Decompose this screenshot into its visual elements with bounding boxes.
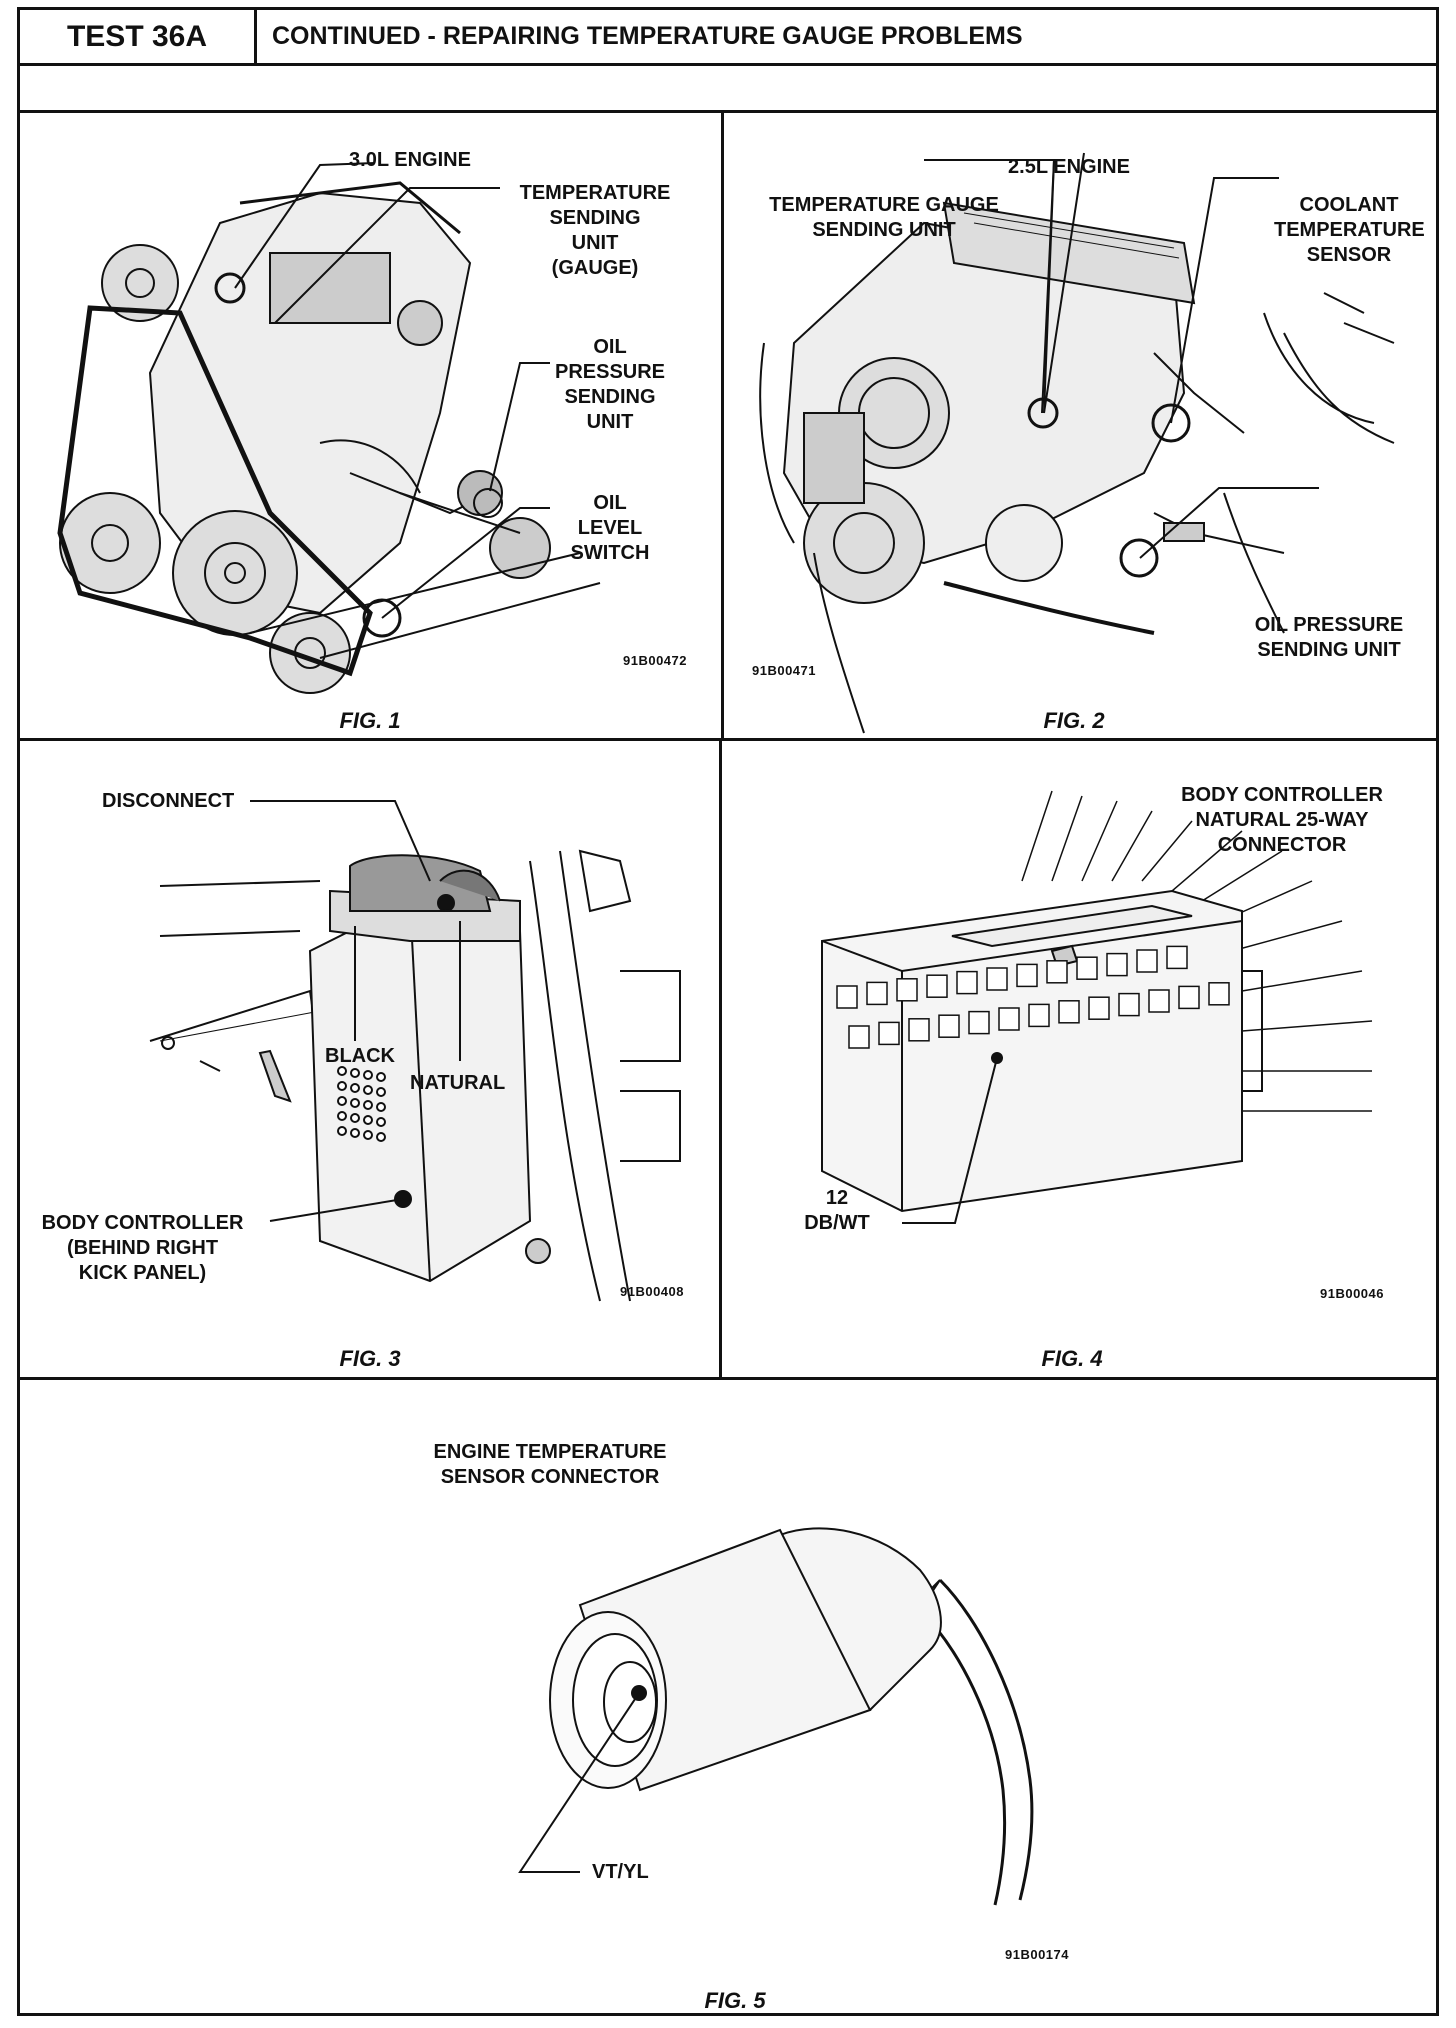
- header-divider: [17, 110, 1439, 113]
- connector-cavity: [848, 1025, 870, 1049]
- connector-cavity: [956, 970, 978, 995]
- fig1-ref: 91B00472: [623, 653, 687, 668]
- connector-cavity: [836, 985, 858, 1009]
- connector-cavity: [1058, 1000, 1080, 1024]
- connector-cavity: [1148, 989, 1170, 1013]
- fig5-sensor-connector-illustration: [518, 1527, 1034, 1906]
- fig2-engine-illustration: [759, 152, 1395, 734]
- col-divider-2: [719, 738, 722, 1379]
- connector-cavity: [878, 1021, 900, 1046]
- connector-cavity: [1088, 996, 1110, 1020]
- fig3-panel: DISCONNECT BLACK NATURAL BODY CONTROLLER…: [20, 741, 719, 1377]
- fig2-caption: FIG. 2: [1043, 708, 1105, 733]
- fig3-disconnect-label: DISCONNECT: [102, 790, 235, 812]
- connector-cavity: [926, 974, 948, 998]
- fig2-ref: 91B00471: [752, 663, 816, 678]
- fig3-caption: FIG. 3: [339, 1346, 401, 1371]
- fig2-engine-label: 2.5L ENGINE: [1008, 156, 1130, 178]
- connector-cavity: [1016, 963, 1038, 988]
- fig1-engine-illustration: [57, 162, 601, 694]
- fig5-caption: FIG. 5: [704, 1988, 766, 2013]
- connector-cavity: [1046, 960, 1068, 984]
- fig3-ref: 91B00408: [620, 1284, 684, 1299]
- connector-cavity: [938, 1014, 960, 1038]
- connector-cavity: [1118, 992, 1140, 1017]
- page-title: CONTINUED - REPAIRING TEMPERATURE GAUGE …: [257, 7, 1439, 66]
- connector-cavity: [986, 967, 1008, 991]
- connector-cavity: [1208, 982, 1230, 1006]
- fig1-caption: FIG. 1: [339, 708, 401, 733]
- connector-cavity: [968, 1010, 990, 1035]
- fig5-ref: 91B00174: [1005, 1947, 1069, 1962]
- test-id: TEST 36A: [17, 7, 257, 66]
- connector-cavity: [998, 1007, 1020, 1031]
- fig3-black-label: BLACK: [325, 1045, 395, 1067]
- connector-cavity: [866, 981, 888, 1006]
- connector-cavity: [896, 978, 918, 1002]
- connector-cavity: [1166, 945, 1188, 970]
- connector-cavity: [1106, 952, 1128, 977]
- fig3-body-controller-illustration: [149, 800, 681, 1302]
- fig5-wire-label: VT/YL: [592, 1861, 649, 1883]
- row1-divider: [17, 738, 1439, 741]
- connector-cavity: [1178, 985, 1200, 1010]
- fig3-natural-label: NATURAL: [410, 1072, 506, 1094]
- row2-divider: [17, 1377, 1439, 1380]
- fig4-connector-illustration: [821, 790, 1373, 1224]
- connector-cavity: [1076, 956, 1098, 980]
- col-divider-1: [721, 110, 724, 738]
- connector-cavity: [908, 1018, 930, 1042]
- connector-cavity: [1136, 949, 1158, 973]
- fig4-ref: 91B00046: [1320, 1286, 1384, 1301]
- connector-cavity: [1028, 1003, 1050, 1028]
- fig4-caption: FIG. 4: [1041, 1346, 1103, 1371]
- fig1-engine-label: 3.0L ENGINE: [349, 149, 471, 171]
